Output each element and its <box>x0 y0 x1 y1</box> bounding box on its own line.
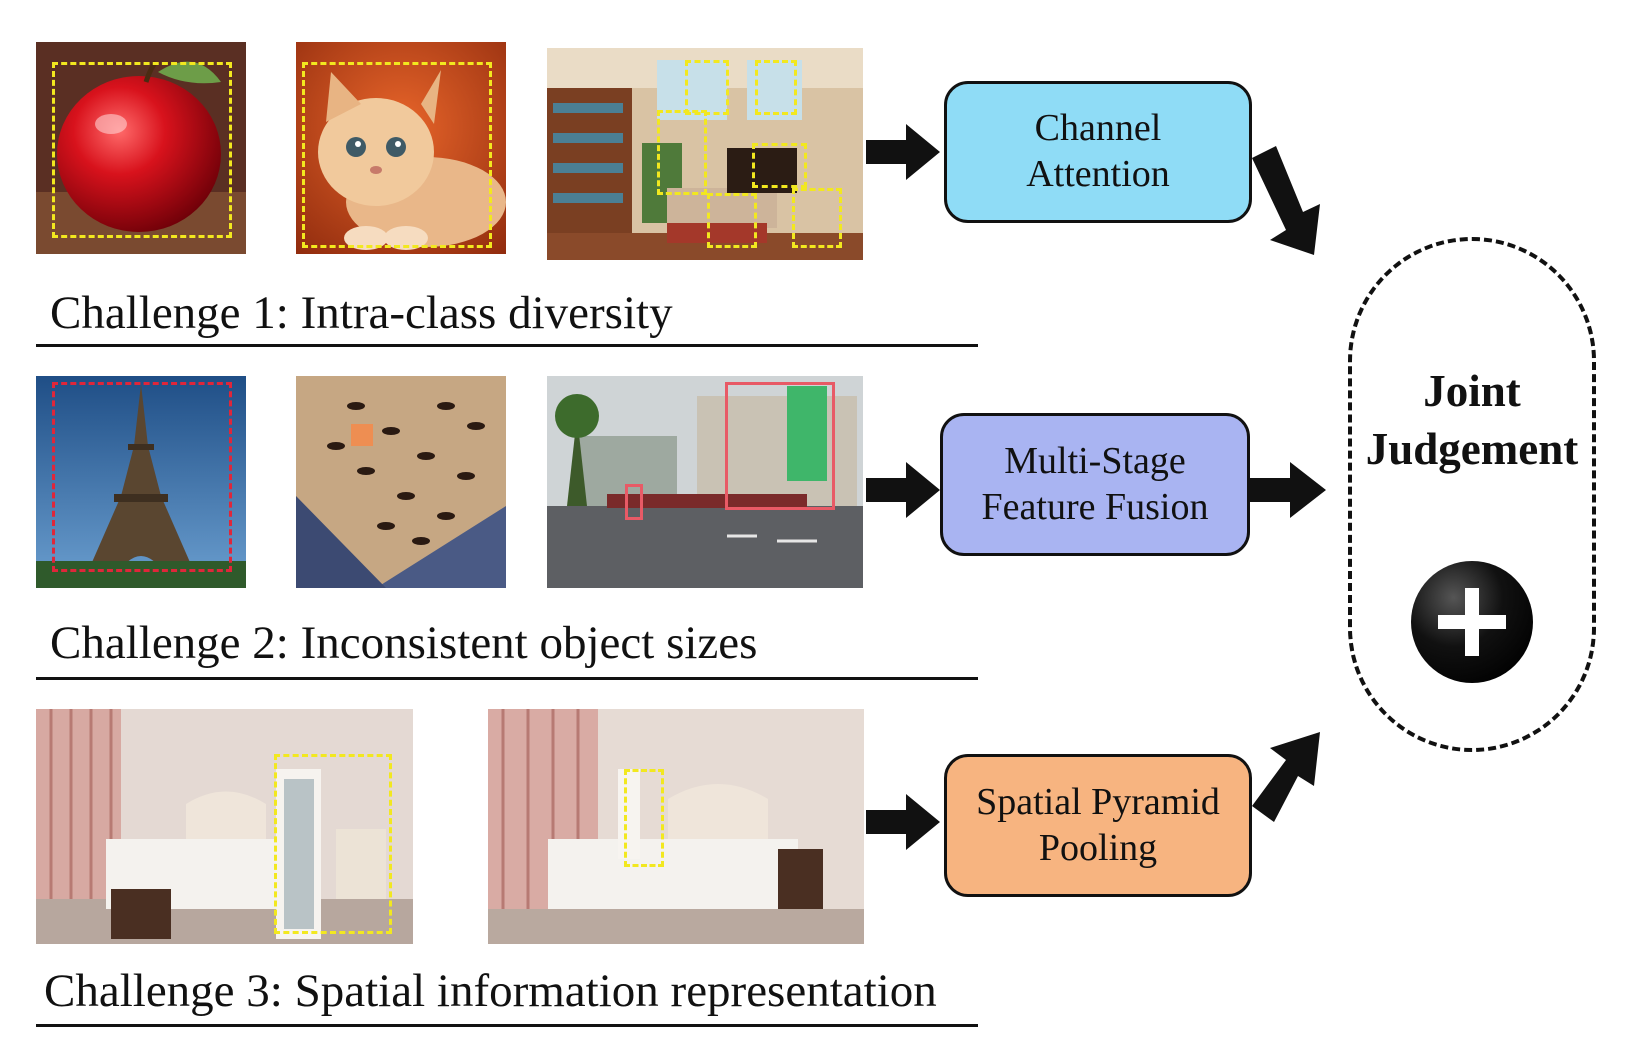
arrow-channel-attention-to-joint <box>1252 146 1320 255</box>
eiffel-tower-photo <box>36 376 246 588</box>
challenge-2-divider <box>36 677 978 680</box>
arrow-feature-fusion-to-joint <box>1250 462 1326 518</box>
arrow-spp-to-joint <box>1252 732 1320 822</box>
street-photo <box>547 376 863 588</box>
apple-photo <box>36 42 246 254</box>
arrow-row2-to-feature-fusion <box>866 462 940 518</box>
spp-line-2: Pooling <box>1038 826 1158 869</box>
challenge-1-label: Challenge 1: Intra-class diversity <box>50 287 673 339</box>
channel-attention-line-2: Attention <box>1026 153 1170 195</box>
feature-fusion-line-2: Feature Fusion <box>981 485 1209 528</box>
plus-icon <box>1411 561 1533 683</box>
bedroom-photo-left <box>36 709 413 944</box>
ants-photo <box>296 376 506 588</box>
channel-attention-line-1: Channel <box>1034 107 1162 150</box>
joint-line-1: Joint <box>1423 366 1521 416</box>
feature-fusion-line-1: Multi-Stage <box>1004 439 1186 482</box>
joint-line-2: Judgement <box>1365 423 1579 474</box>
challenge-3-label: Challenge 3: Spatial information represe… <box>44 965 937 1017</box>
living-room-photo <box>547 48 863 260</box>
arrow-row1-to-channel-attention <box>866 124 940 180</box>
spp-line-1: Spatial Pyramid <box>976 780 1220 823</box>
challenge-1-divider <box>36 344 978 347</box>
bedroom-photo-right <box>488 709 864 944</box>
challenge-3-divider <box>36 1024 978 1027</box>
challenge-2-label: Challenge 2: Inconsistent object sizes <box>50 617 758 669</box>
kitten-photo <box>296 42 506 254</box>
joint-judgement-container <box>1348 237 1596 752</box>
arrow-row3-to-spp <box>866 794 940 850</box>
joint-judgement-title: Joint Judgement <box>1340 363 1604 478</box>
